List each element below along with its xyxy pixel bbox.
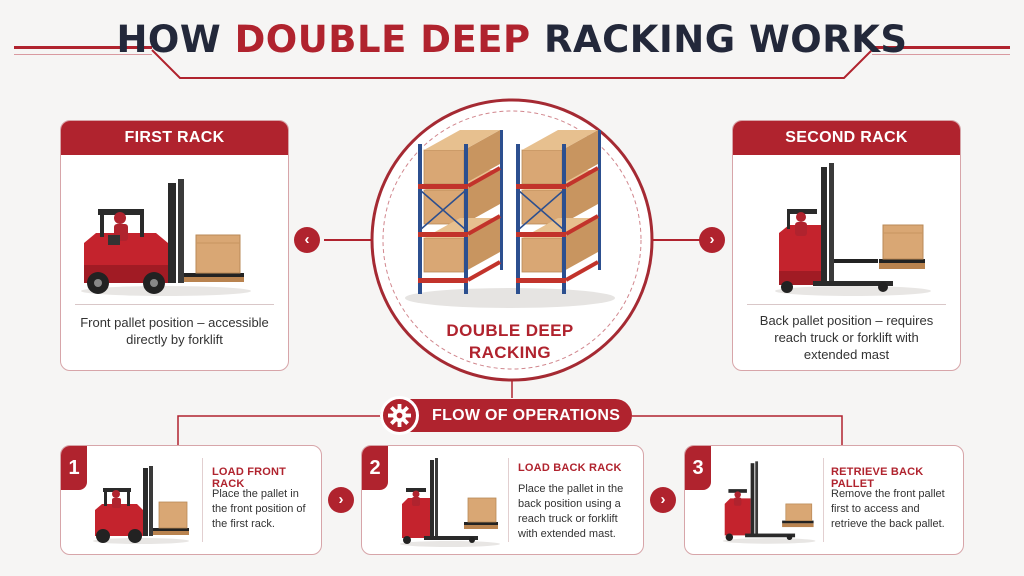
second-rack-divider: [747, 304, 946, 305]
step-desc-2: Place the pallet in the back position us…: [518, 483, 624, 540]
second-rack-arrow[interactable]: ›: [699, 227, 725, 253]
reach-truck-step-2-illustration: [400, 458, 500, 547]
forklift-front-illustration: [81, 179, 251, 296]
title-line-right-top: [872, 46, 1010, 49]
reach-truck-illustration: [775, 163, 931, 296]
step-card-1: 1 LOAD FRONT RACK Place the pallet in th…: [60, 445, 322, 555]
page-title: HOW DOUBLE DEEP RACKING WORKS: [116, 18, 908, 61]
step-desc-3: Remove the front pallet first to access …: [831, 488, 945, 530]
reach-truck-step-3-illustration: [722, 461, 816, 544]
title-frame: [151, 49, 873, 79]
flow-of-operations-pill: FLOW OF OPERATIONS: [380, 399, 632, 432]
step-card-3: 3 RETRIEVE BACK PALLET Remove the front …: [684, 445, 964, 555]
forklift-step-1-illustration: [93, 466, 189, 544]
step-3-separator: [823, 458, 824, 542]
first-rack-header: FIRST RACK: [61, 121, 288, 155]
step-1-arrow[interactable]: ›: [328, 487, 354, 513]
second-rack-caption: Back pallet position – requires reach tr…: [759, 313, 934, 362]
rack-b: [516, 130, 601, 294]
second-rack-header: SECOND RACK: [733, 121, 960, 155]
second-rack-card: SECOND RACK Back pallet position – requi…: [732, 120, 961, 371]
center-label: DOUBLE DEEP RACKING: [446, 321, 574, 362]
step-desc-1: Place the pallet in the front position o…: [212, 488, 306, 530]
step-title-3: RETRIEVE BACK PALLET: [831, 466, 924, 490]
step-number-3: 3: [685, 446, 711, 490]
flow-label: FLOW OF OPERATIONS: [432, 407, 621, 424]
chevron-right-icon: ›: [660, 491, 666, 508]
double-deep-rack-illustration: [405, 130, 615, 308]
step-2-arrow[interactable]: ›: [650, 487, 676, 513]
chevron-right-icon: ›: [709, 231, 715, 248]
step-number-1: 1: [61, 446, 87, 490]
first-rack-divider: [75, 304, 274, 305]
step-title-2: LOAD BACK RACK: [518, 462, 622, 474]
title-line-right-bottom: [872, 54, 1010, 55]
gear-icon: [380, 396, 419, 435]
first-rack-caption: Front pallet position – accessible direc…: [80, 315, 269, 347]
rack-a: [418, 130, 503, 294]
title-line-left-bottom: [14, 54, 152, 55]
step-2-separator: [508, 458, 509, 542]
step-card-2: 2 LOAD BACK RACK Place the pallet in the…: [361, 445, 644, 555]
first-rack-card: FIRST RACK Front pallet position – acces…: [60, 120, 289, 371]
step-1-separator: [202, 458, 203, 542]
chevron-right-icon: ›: [338, 491, 344, 508]
step-title-1: LOAD FRONT RACK: [212, 466, 287, 490]
first-rack-arrow[interactable]: ‹: [294, 227, 320, 253]
step-number-2: 2: [362, 446, 388, 490]
title-line-left-top: [14, 46, 152, 49]
chevron-left-icon: ‹: [304, 231, 310, 248]
